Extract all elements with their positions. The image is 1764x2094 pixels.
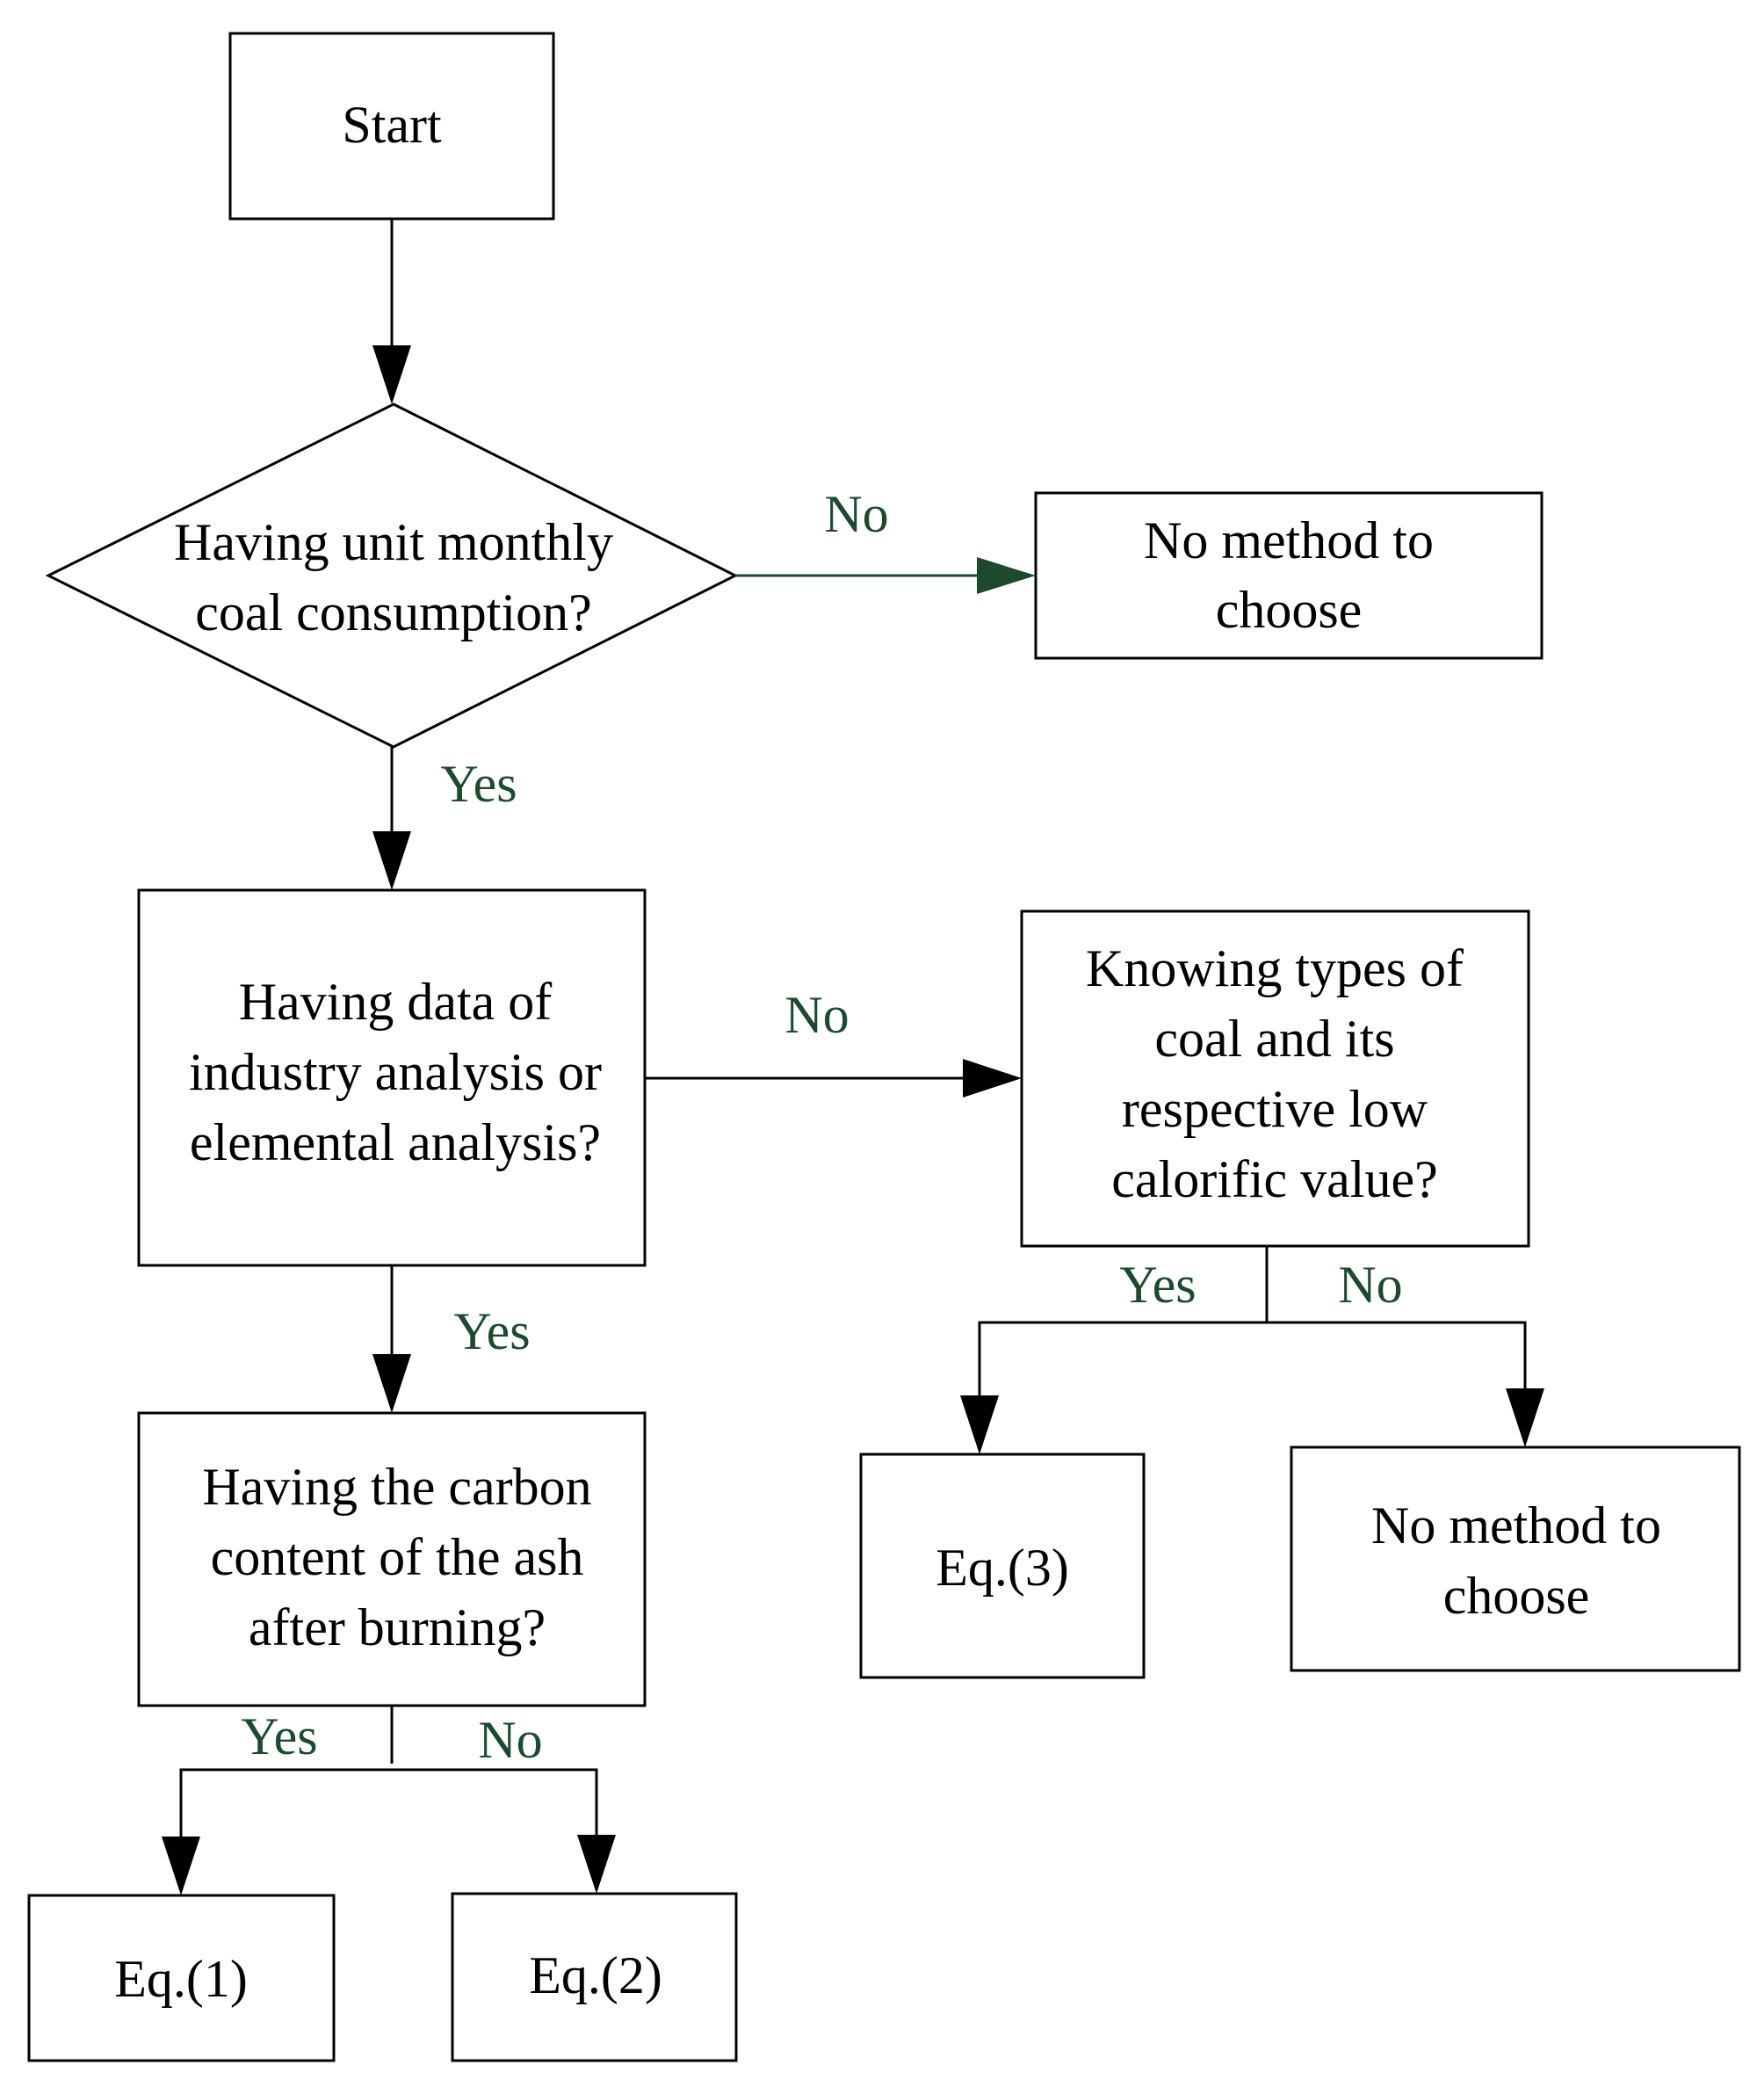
coal-types-box [1020, 909, 1530, 1248]
carbon-line-2: content of the ash [211, 1528, 584, 1586]
arrowhead-carbon-yes [162, 1837, 200, 1895]
no-method-1-line-1: No method to [1144, 511, 1434, 569]
eq3-box [859, 1453, 1146, 1679]
coal-types-line-1: Knowing types of [1086, 939, 1464, 997]
analysis-line-3: elemental analysis? [190, 1113, 601, 1171]
analysis-line-2: industry analysis or [189, 1043, 602, 1101]
carbon-line-1: Having the carbon [202, 1458, 591, 1516]
start-box [228, 32, 555, 221]
connector-carbon-split [179, 1768, 598, 1838]
no-method-2-line-2: choose [1443, 1567, 1590, 1625]
start-label: Start [342, 96, 442, 154]
arrowhead-start-to-decision [372, 345, 411, 404]
edge-label-analysis-no: No [784, 986, 849, 1044]
connector-coal-split [978, 1321, 1527, 1397]
coal-types-line-3: respective low [1122, 1080, 1428, 1138]
arrowhead-analysis-no [963, 1059, 1022, 1098]
monthly-consumption-line-1: Having unit monthly [174, 513, 613, 571]
coal-types-line-2: coal and its [1154, 1010, 1394, 1068]
no-method-box-1 [1034, 491, 1544, 660]
no-method-1-line-2: choose [1216, 581, 1363, 639]
eq3-label: Eq.(3) [936, 1539, 1069, 1597]
no-method-box-2 [1290, 1446, 1741, 1672]
eq2-box [451, 1892, 738, 2062]
arrowhead-decision-no [977, 557, 1036, 594]
edge-label-analysis-yes: Yes [453, 1302, 530, 1360]
edge-label-coal-yes: Yes [1119, 1256, 1196, 1314]
eq1-box [27, 1894, 336, 2062]
monthly-consumption-line-2: coal consumption? [195, 583, 592, 641]
analysis-line-1: Having data of [239, 973, 553, 1031]
edge-label-monthly-yes: Yes [440, 755, 517, 813]
coal-types-line-4: calorific value? [1111, 1150, 1437, 1208]
eq1-label: Eq.(1) [114, 1950, 248, 2008]
carbon-content-box [137, 1411, 647, 1707]
edge-label-carbon-yes: Yes [241, 1707, 317, 1765]
no-method-2-line-1: No method to [1371, 1496, 1661, 1554]
arrowhead-coal-yes [960, 1395, 999, 1454]
edge-label-monthly-no: No [824, 485, 888, 543]
arrowhead-carbon-no [577, 1835, 616, 1894]
carbon-line-3: after burning? [249, 1598, 546, 1656]
edge-label-coal-no: No [1338, 1256, 1402, 1314]
eq2-label: Eq.(2) [529, 1946, 662, 2004]
arrowhead-decision-yes [372, 831, 411, 890]
monthly-consumption-decision [45, 402, 739, 749]
arrowhead-coal-no [1506, 1388, 1544, 1447]
edge-label-carbon-no: No [478, 1711, 542, 1769]
arrowhead-analysis-yes [372, 1354, 411, 1413]
